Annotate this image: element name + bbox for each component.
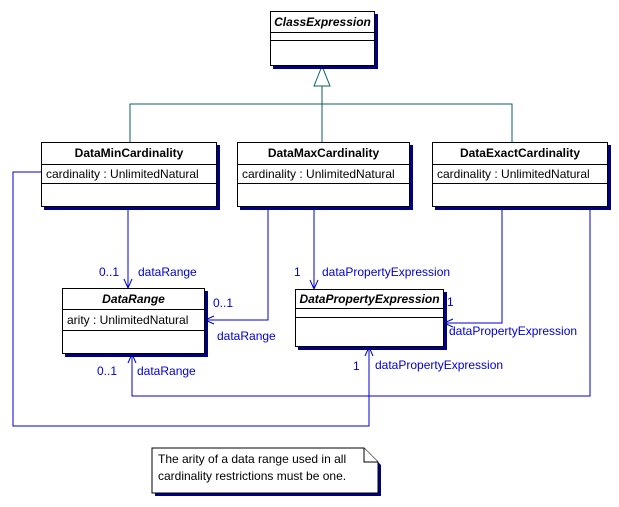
class-name: DataMaxCardinality <box>238 143 409 165</box>
attribute-arity: arity : UnlimitedNatural <box>67 313 189 327</box>
class-name: DataExactCardinality <box>433 143 607 165</box>
class-name: DataMinCardinality <box>42 143 216 165</box>
association-name-label-max-dpe: dataPropertyExpression <box>322 265 451 279</box>
operations-compartment <box>296 318 443 346</box>
operations-compartment <box>63 331 204 353</box>
multiplicity-label-min-datarange: 0..1 <box>99 265 120 279</box>
class-dataexactcardinality: DataExactCardinality cardinality : Unlim… <box>432 142 608 207</box>
association-wire-max-datarange <box>206 208 269 321</box>
class-datarange: DataRange arity : UnlimitedNatural <box>62 288 205 354</box>
operations-compartment <box>271 41 374 65</box>
attributes-compartment: cardinality : UnlimitedNatural <box>42 165 216 184</box>
arrowhead-left-datarange-right-icon <box>203 315 215 325</box>
generalization-wire-span <box>129 103 513 142</box>
note-text: The arity of a data range used in all ca… <box>158 452 347 483</box>
attribute-cardinality: cardinality : UnlimitedNatural <box>46 167 199 181</box>
generalization-triangle-icon <box>313 64 331 87</box>
arrowhead-up-datarange-bottom-icon <box>127 352 137 364</box>
association-wire-min-dpe <box>12 171 370 427</box>
class-name: DataPropertyExpression <box>296 290 443 309</box>
attribute-cardinality: cardinality : UnlimitedNatural <box>437 167 590 181</box>
attributes-compartment: cardinality : UnlimitedNatural <box>238 165 409 184</box>
association-name-label-exact-dpe: dataPropertyExpression <box>449 324 578 338</box>
arrowhead-left-dpe-right-icon <box>442 318 454 328</box>
class-datamaxcardinality: DataMaxCardinality cardinality : Unlimit… <box>237 142 410 207</box>
attributes-compartment <box>296 309 443 318</box>
arrowhead-up-dpe-bottom-icon <box>364 345 374 357</box>
multiplicity-label-max-dpe: 1 <box>294 265 301 279</box>
multiplicity-label-exact-datarange: 0..1 <box>97 364 118 378</box>
association-name-label-min-datarange: dataRange <box>138 265 197 279</box>
operations-compartment <box>42 184 216 206</box>
operations-compartment <box>433 184 607 206</box>
note-fold-corner-icon <box>363 448 378 463</box>
attributes-compartment <box>271 33 374 41</box>
association-wire-exact-datarange <box>131 208 591 397</box>
association-name-label-min-dpe: dataPropertyExpression <box>375 358 504 372</box>
attributes-compartment: cardinality : UnlimitedNatural <box>433 165 607 184</box>
multiplicity-label-max-datarange: 0..1 <box>213 296 234 310</box>
class-classexpression: ClassExpression <box>270 11 375 66</box>
note-shape <box>151 447 379 494</box>
attribute-cardinality: cardinality : UnlimitedNatural <box>242 167 395 181</box>
multiplicity-label-min-dpe: 1 <box>353 359 360 373</box>
association-wire-exact-dpe <box>445 208 503 324</box>
attributes-compartment: arity : UnlimitedNatural <box>63 310 204 331</box>
class-datapropertyexpression: DataPropertyExpression <box>295 289 444 347</box>
multiplicity-label-exact-dpe: 1 <box>447 295 454 309</box>
operations-compartment <box>238 184 409 206</box>
association-name-label-exact-datarange: dataRange <box>137 364 196 378</box>
class-datamincardinality: DataMinCardinality cardinality : Unlimit… <box>41 142 217 207</box>
class-name: ClassExpression <box>271 12 374 33</box>
class-name: DataRange <box>63 289 204 310</box>
association-name-label-max-datarange: dataRange <box>217 329 276 343</box>
